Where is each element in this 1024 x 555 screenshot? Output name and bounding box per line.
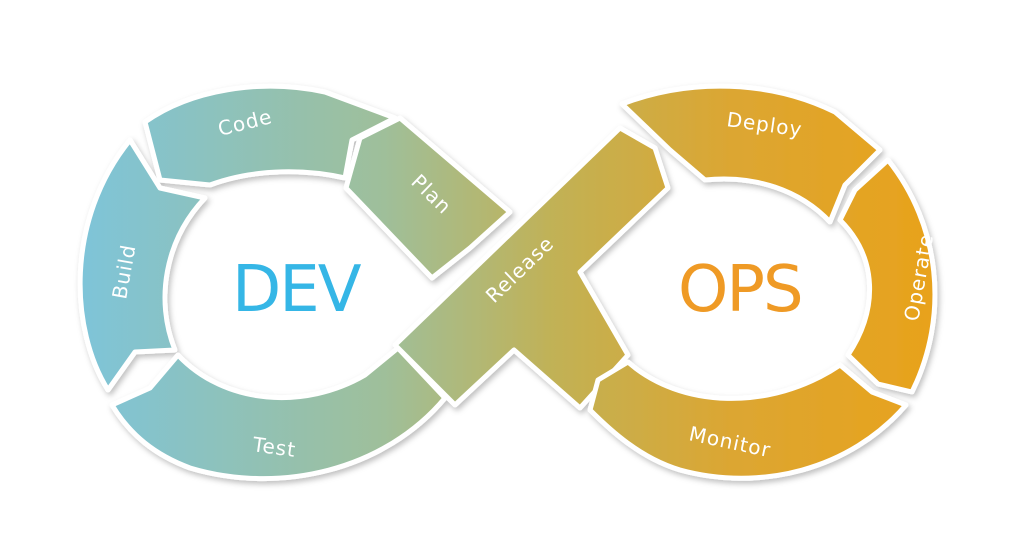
- ops-title: OPS: [678, 253, 802, 327]
- segment-test: [109, 345, 448, 482]
- segment-monitor: [587, 359, 909, 481]
- segment-operate: [837, 157, 938, 395]
- segment-release: [392, 125, 671, 411]
- segment-deploy: [619, 83, 883, 225]
- dev-title: DEV: [232, 253, 362, 327]
- segment-build: [77, 137, 208, 393]
- segment-plan: [343, 115, 513, 281]
